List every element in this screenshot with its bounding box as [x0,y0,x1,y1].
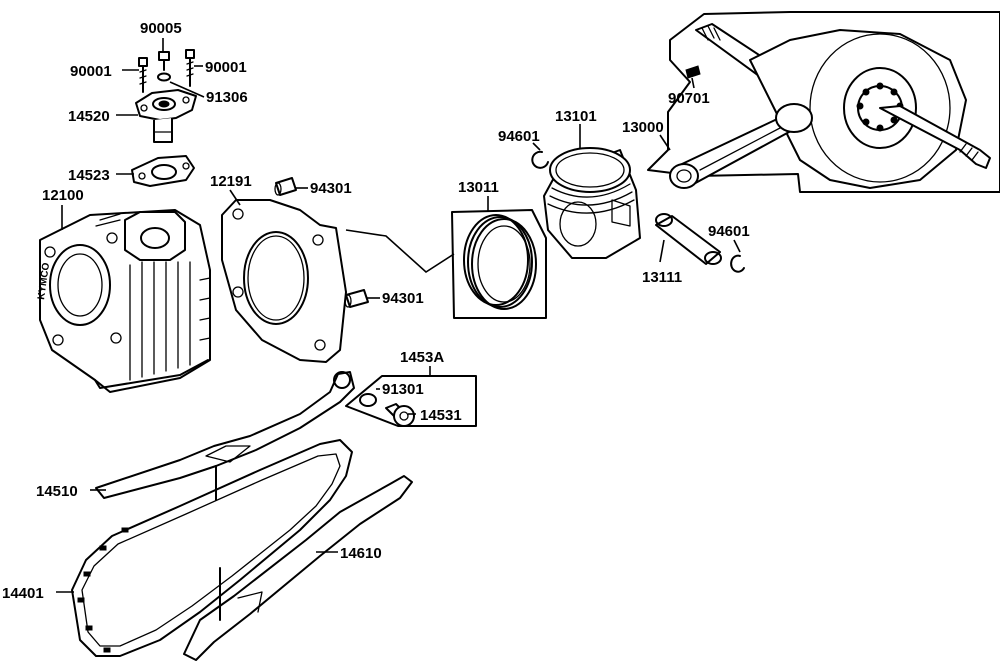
label-13101: 13101 [555,108,597,125]
piston-pin [655,213,722,265]
tensioner-pivot-washer [359,393,377,407]
circlip-top [531,150,549,169]
cam-chain-tensioner-body [135,89,197,143]
label-94301-top: 94301 [310,180,352,197]
circlip-right [730,254,745,273]
woodruff-key [685,65,701,79]
cam-chain-guide [183,475,413,661]
label-1453A: 1453A [400,349,444,366]
label-14510: 14510 [36,483,78,500]
label-13011: 13011 [458,179,499,196]
tensioner-bolt-left [138,57,148,93]
tensioner-seal-washer [157,72,171,82]
label-12191: 12191 [210,173,252,190]
cylinder-brand-text: KYMCO [36,262,52,301]
label-91306: 91306 [206,89,248,106]
label-14520: 14520 [68,108,110,125]
label-91301: 91301 [382,381,424,398]
label-90001-left: 90001 [70,63,112,80]
label-12100: 12100 [42,187,84,204]
tensioner-cap-bolt [158,51,170,71]
piston-ring-set [463,214,537,310]
label-13000: 13000 [622,119,664,136]
cam-chain [71,439,353,657]
label-90001-right: 90001 [205,59,247,76]
label-14523: 14523 [68,167,110,184]
label-14531: 14531 [420,407,462,424]
leader-lines [56,38,741,593]
label-90005: 90005 [140,20,182,37]
cam-chain-tensioner-arm [95,371,355,499]
dowel-pin-top [274,177,297,196]
tensioner-pivot-box [345,375,477,427]
tensioner-pivot-bolt [385,403,415,427]
tensioner-gasket [131,155,195,187]
label-94601-right: 94601 [708,223,750,240]
label-14401: 14401 [2,585,44,602]
label-90701: 90701 [668,90,710,107]
cylinder-block: KYMCO [36,209,211,393]
label-94601-top: 94601 [498,128,540,145]
label-14610: 14610 [340,545,382,562]
crankshaft-assembly [669,23,991,189]
label-13111: 13111 [642,269,682,286]
dowel-pin-bottom [344,289,369,308]
cylinder-base-gasket [221,199,347,363]
piston [543,147,641,259]
label-94301-bottom: 94301 [382,290,424,307]
tensioner-bolt-right [185,49,195,87]
crankshaft-box [647,11,1000,193]
piston-ring-set-box [451,209,547,319]
